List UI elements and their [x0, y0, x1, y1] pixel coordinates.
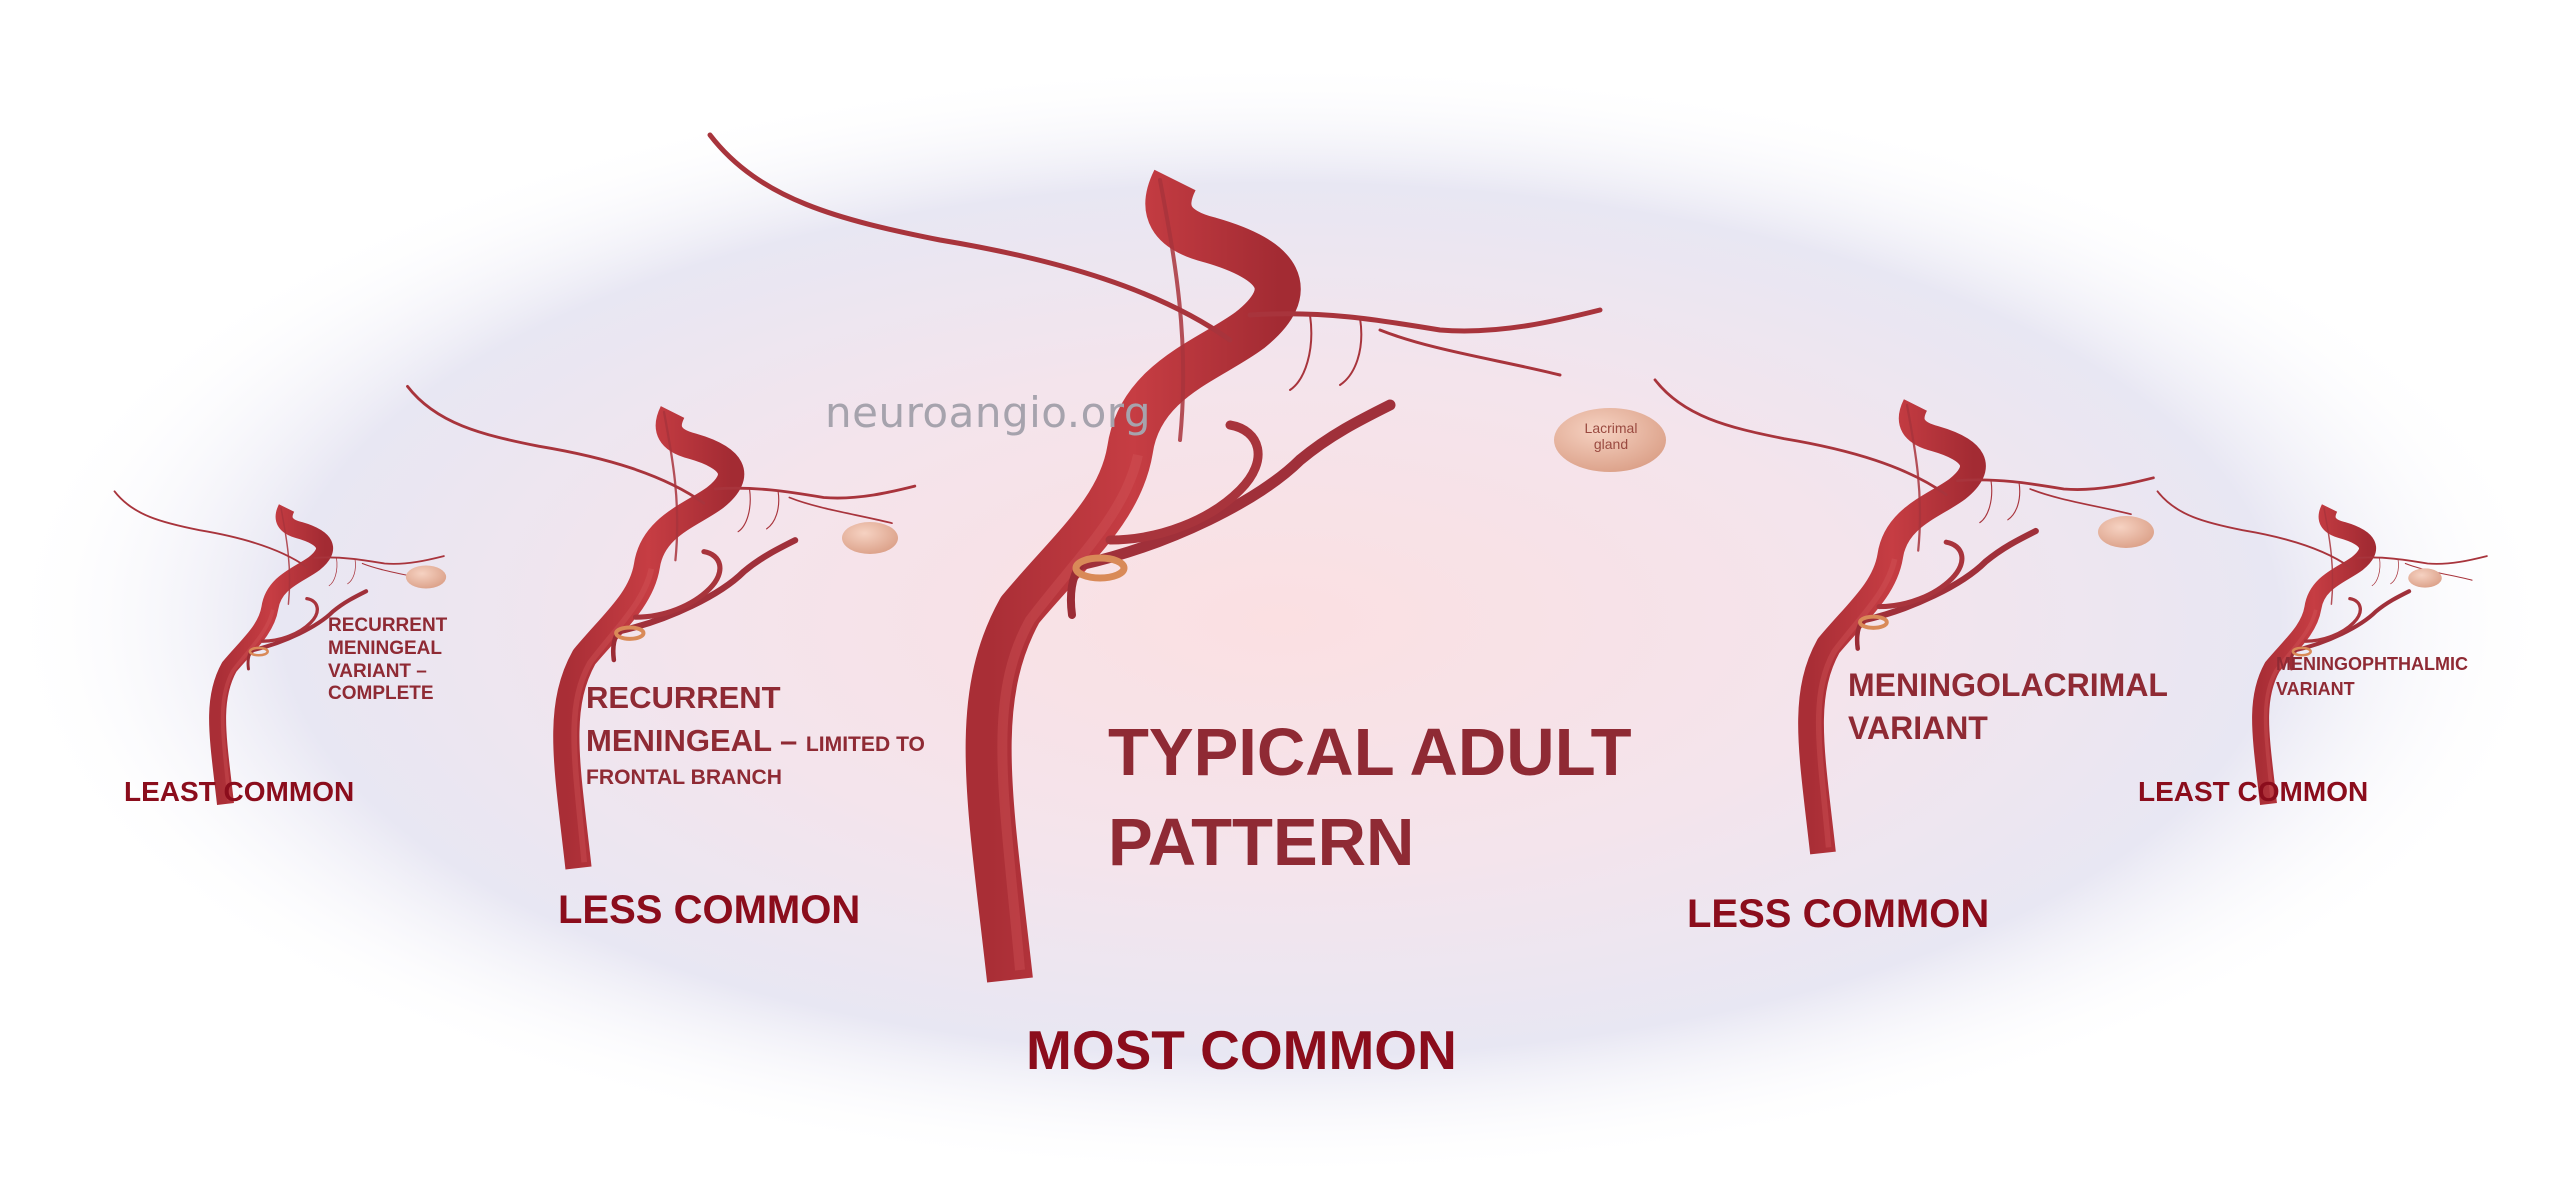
- title-line: MENINGEAL – LIMITED TO: [586, 719, 925, 762]
- background-glow: [0, 60, 2560, 1180]
- lacrimal-gland-label: Lacrimal gland: [1584, 420, 1638, 453]
- frequency-label-most-common: MOST COMMON: [1026, 1019, 1457, 1081]
- title-line: MENINGOPHTHALMIC: [2276, 654, 2468, 674]
- lacrimal-gland-right-small: [2408, 568, 2442, 588]
- frequency-label-less-common-left: LESS COMMON: [558, 888, 861, 932]
- variant-title-typical-adult: TYPICAL ADULT PATTERN: [1108, 708, 1632, 889]
- title-line: MENINGEAL: [328, 637, 442, 659]
- variant-title-meningolacrimal: MENINGOLACRIMAL VARIANT: [1848, 664, 2168, 750]
- title-line: VARIANT –: [328, 660, 427, 682]
- lacrimal-gland-left-medium: [842, 522, 898, 554]
- variant-title-recurrent-meningeal-frontal: RECURRENT MENINGEAL – LIMITED TO FRONTAL…: [586, 676, 925, 792]
- frequency-label-least-common-left: LEAST COMMON: [124, 776, 355, 807]
- title-line: RECURRENT: [328, 615, 448, 636]
- lacrimal-gland-left-small: [405, 565, 447, 589]
- variant-title-recurrent-meningeal-complete: RECURRENT MENINGEAL VARIANT – COMPLETE: [328, 615, 447, 706]
- title-line: FRONTAL BRANCH: [586, 765, 782, 789]
- title-line: PATTERN: [1108, 805, 1415, 881]
- watermark: neuroangio.org: [825, 388, 1151, 437]
- title-line: MENINGOLACRIMAL: [1848, 667, 2168, 703]
- title-main: MENINGEAL –: [586, 723, 806, 759]
- title-line: VARIANT: [2276, 679, 2355, 700]
- frequency-label-least-common-right: LEAST COMMON: [2138, 776, 2369, 807]
- title-small: LIMITED TO: [805, 733, 925, 757]
- frequency-label-less-common-right: LESS COMMON: [1687, 892, 1990, 936]
- lacrimal-gland-right-medium: [2098, 516, 2154, 548]
- variant-title-meningophthalmic: MENINGOPHTHALMIC VARIANT: [2276, 652, 2468, 702]
- title-line: RECURRENT: [586, 680, 781, 715]
- title-line: TYPICAL ADULT: [1108, 715, 1632, 790]
- title-line: COMPLETE: [328, 683, 434, 705]
- title-line: VARIANT: [1848, 710, 1988, 747]
